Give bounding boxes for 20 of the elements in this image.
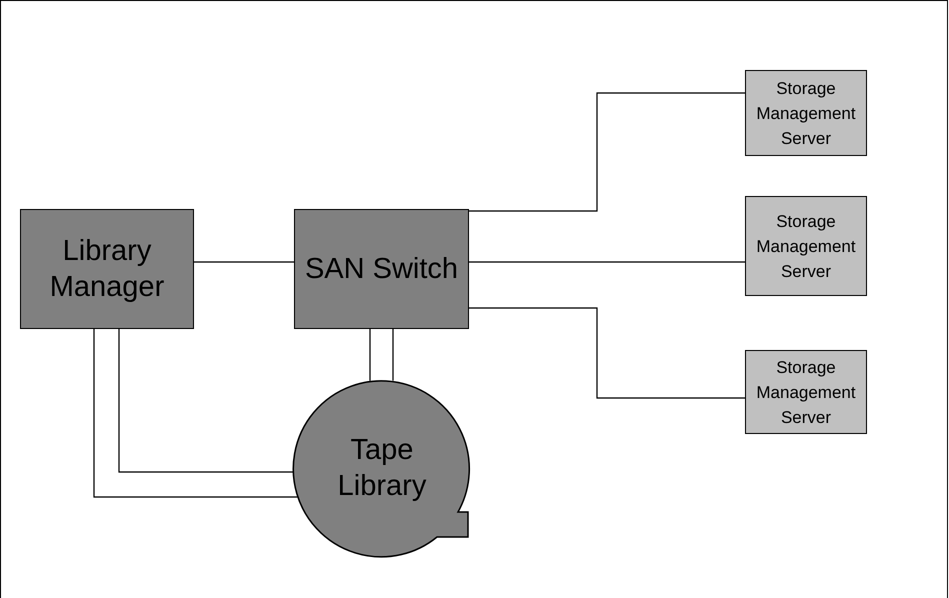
connector-line — [369, 329, 371, 381]
connector-line — [194, 261, 294, 263]
process-box — [20, 209, 194, 329]
node-label: Storage Management Server — [755, 356, 857, 428]
connector-line — [469, 307, 745, 399]
tape-reel-shape — [292, 380, 472, 560]
connector-line — [392, 329, 394, 381]
node-label: Storage Management Server — [755, 78, 857, 150]
connector-line — [469, 92, 745, 212]
process-box — [745, 350, 867, 434]
node-label: Storage Management Server — [755, 210, 857, 282]
node-label: Tape Library — [336, 433, 428, 504]
connector-line — [93, 329, 299, 498]
node-label: SAN Switch — [304, 252, 458, 287]
process-box — [745, 196, 867, 296]
connector-line — [118, 329, 294, 473]
process-box — [294, 209, 469, 329]
process-box — [745, 70, 867, 156]
node-label: Library Manager — [48, 234, 166, 305]
connector-line — [469, 261, 745, 263]
